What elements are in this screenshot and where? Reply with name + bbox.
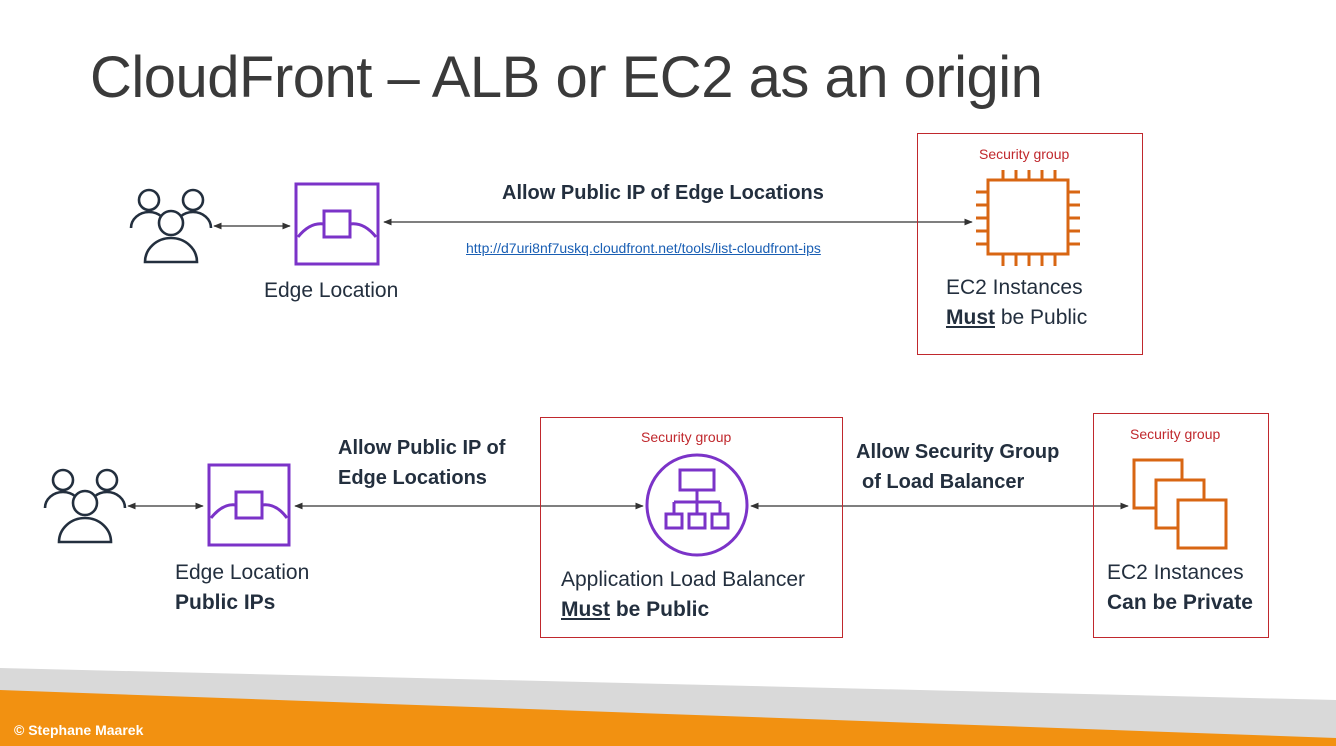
edge-location-icon bbox=[294, 182, 380, 266]
ec2-can-be-private-label: Can be Private bbox=[1107, 591, 1253, 614]
ec2-instances-label: EC2 Instances bbox=[1107, 561, 1244, 584]
allow-sg-label-line1: Allow Security Group bbox=[856, 441, 1060, 463]
edge-location-icon bbox=[207, 463, 291, 547]
alb-must-be-public: Must be Public bbox=[561, 595, 709, 625]
ec2-security-group-box bbox=[1093, 413, 1269, 638]
ec2-security-group-label: Security group bbox=[1130, 426, 1221, 442]
edge-public-ips-label: Public IPs bbox=[175, 591, 276, 614]
load-balancer-icon bbox=[645, 453, 749, 557]
alb-security-group-label: Security group bbox=[641, 429, 732, 445]
allow-public-ip-label: Allow Public IP of Edge Locations bbox=[502, 182, 824, 204]
allow-public-ip-label-line2: Edge Locations bbox=[338, 467, 487, 489]
be-public-text: be Public bbox=[610, 598, 710, 621]
be-public-text: be Public bbox=[995, 306, 1088, 329]
alb-security-group-box bbox=[540, 417, 843, 638]
edge-location-label: Edge Location bbox=[175, 561, 310, 584]
copyright-text: © Stephane Maarek bbox=[14, 722, 144, 738]
footer-orange-band bbox=[0, 690, 1336, 746]
users-icon bbox=[43, 468, 127, 544]
allow-sg-label-line2: of Load Balancer bbox=[862, 471, 1025, 493]
security-group-label: Security group bbox=[979, 146, 1070, 162]
slide-title: CloudFront – ALB or EC2 as an origin bbox=[90, 45, 1043, 110]
ec2-instances-label: EC2 Instances bbox=[946, 276, 1083, 299]
ec2-instances-icon bbox=[1132, 458, 1228, 550]
ec2-must-be-public: Must be Public bbox=[946, 303, 1087, 333]
edge-location-label: Edge Location bbox=[264, 279, 399, 302]
ec2-chip-icon bbox=[976, 170, 1080, 266]
alb-label: Application Load Balancer bbox=[561, 568, 806, 591]
security-group-box bbox=[917, 133, 1143, 355]
must-text: Must bbox=[561, 598, 610, 621]
cloudfront-ips-link[interactable]: http://d7uri8nf7uskq.cloudfront.net/tool… bbox=[466, 240, 821, 256]
must-text: Must bbox=[946, 306, 995, 329]
allow-public-ip-label-line1: Allow Public IP of bbox=[338, 437, 506, 459]
users-icon bbox=[129, 188, 213, 264]
